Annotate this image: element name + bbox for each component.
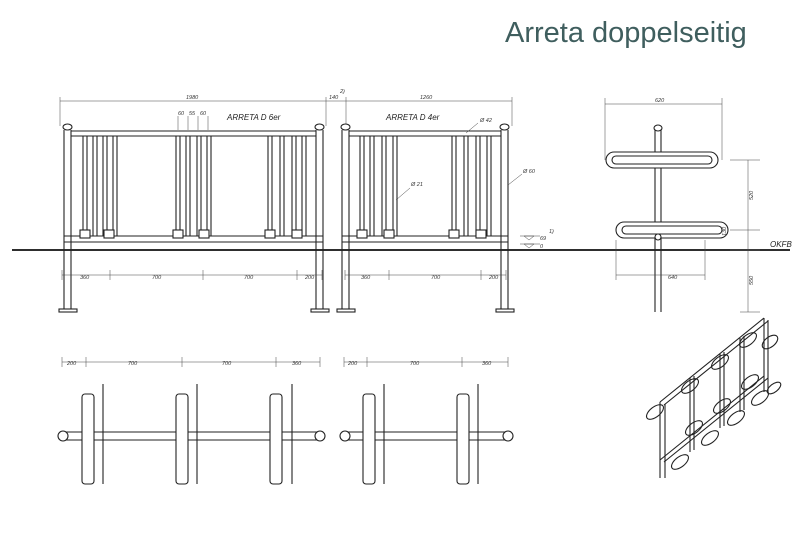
dim-bottom-6er-2: 700 xyxy=(152,275,162,281)
dim-130: 130 xyxy=(722,226,728,236)
page-title: Arreta doppelseitig xyxy=(505,17,747,49)
label-arreta-4er: ARRETA D 4er xyxy=(385,113,440,122)
dia-60: Ø 60 xyxy=(522,169,536,175)
dim-60-a: 60 xyxy=(178,111,185,117)
dim-top-4er-2: 700 xyxy=(410,361,420,367)
dia-21: Ø 21 xyxy=(410,182,423,188)
dim-top-6er-2: 700 xyxy=(128,361,138,367)
dim-620: 620 xyxy=(655,98,665,104)
dim-bottom-6er-3: 700 xyxy=(244,275,254,281)
front-view: OKFB 1980 140 2) 1260 xyxy=(12,89,792,313)
dim-bottom-4er-1: 360 xyxy=(361,275,371,281)
dim-55: 55 xyxy=(189,111,196,117)
dim-1980: 1980 xyxy=(186,95,199,101)
dim-550: 550 xyxy=(749,275,755,285)
okfb-label: OKFB xyxy=(770,240,792,249)
dia-42: Ø 42 xyxy=(479,118,492,124)
dim-bottom-4er-2: 700 xyxy=(431,275,441,281)
rack-4er-front: ARRETA D 4er Ø 42 Ø 60 Ø 21 1) 69 0 360 … xyxy=(336,113,554,313)
perspective-view xyxy=(645,317,782,478)
dim-1260: 1260 xyxy=(420,95,433,101)
dim-bottom-4er-3: 200 xyxy=(488,275,499,281)
dim-520: 520 xyxy=(749,190,755,200)
dim-top-6er-4: 360 xyxy=(292,361,302,367)
note-1: 1) xyxy=(549,229,554,235)
dim-640: 640 xyxy=(668,275,678,281)
dim-bottom-6er-1: 360 xyxy=(80,275,90,281)
level-69: 69 xyxy=(540,236,546,242)
dim-top-6er-3: 700 xyxy=(222,361,232,367)
dim-top-4er-1: 200 xyxy=(347,361,358,367)
note-2: 2) xyxy=(339,89,345,95)
dim-top-4er-3: 360 xyxy=(482,361,492,367)
level-0: 0 xyxy=(540,244,544,250)
dim-60-b: 60 xyxy=(200,111,207,117)
dim-bottom-6er-4: 200 xyxy=(304,275,315,281)
label-arreta-6er: ARRETA D 6er xyxy=(226,113,281,122)
dim-140: 140 xyxy=(329,95,339,101)
top-dimension: 1980 140 2) 1260 xyxy=(59,89,513,126)
side-view: 620 520 130 550 640 xyxy=(604,98,760,313)
rack-6er-front: ARRETA D 6er 60 55 60 360 700 700 200 xyxy=(58,111,330,313)
top-view: 200 700 700 360 200 700 360 xyxy=(57,357,514,485)
dim-top-6er-1: 200 xyxy=(66,361,77,367)
